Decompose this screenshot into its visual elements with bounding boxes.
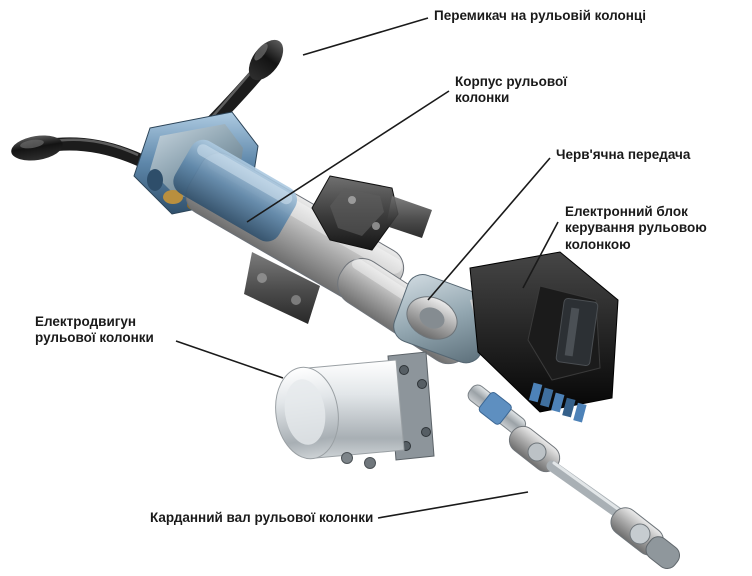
callout-cardan-label: Карданний вал рульової колонки bbox=[150, 510, 374, 525]
callout-worm-gear-label: Черв'ячна передача bbox=[556, 147, 691, 162]
leader-switch bbox=[302, 17, 429, 56]
leader-ecu bbox=[522, 221, 559, 289]
callout-housing-label: Корпус рульової колонки bbox=[455, 74, 568, 106]
electric-motor bbox=[275, 351, 435, 469]
leader-worm-gear bbox=[427, 157, 551, 301]
leader-lines bbox=[175, 17, 559, 519]
leader-cardan bbox=[377, 491, 529, 519]
callout-switch-label: Перемикач на рульовій колонці bbox=[434, 8, 646, 23]
callout-motor-label: Електродвигун рульової колонки bbox=[35, 314, 154, 346]
left-stalk-lever bbox=[11, 135, 149, 168]
ecu-module bbox=[469, 251, 619, 423]
leader-motor bbox=[175, 340, 284, 379]
mounting-bracket bbox=[311, 175, 432, 251]
leader-housing bbox=[246, 90, 450, 223]
callout-ecu-label: Електронний блок керування рульовою коло… bbox=[565, 204, 707, 252]
ecu-connector bbox=[528, 382, 587, 423]
cardan-shaft bbox=[467, 384, 681, 570]
